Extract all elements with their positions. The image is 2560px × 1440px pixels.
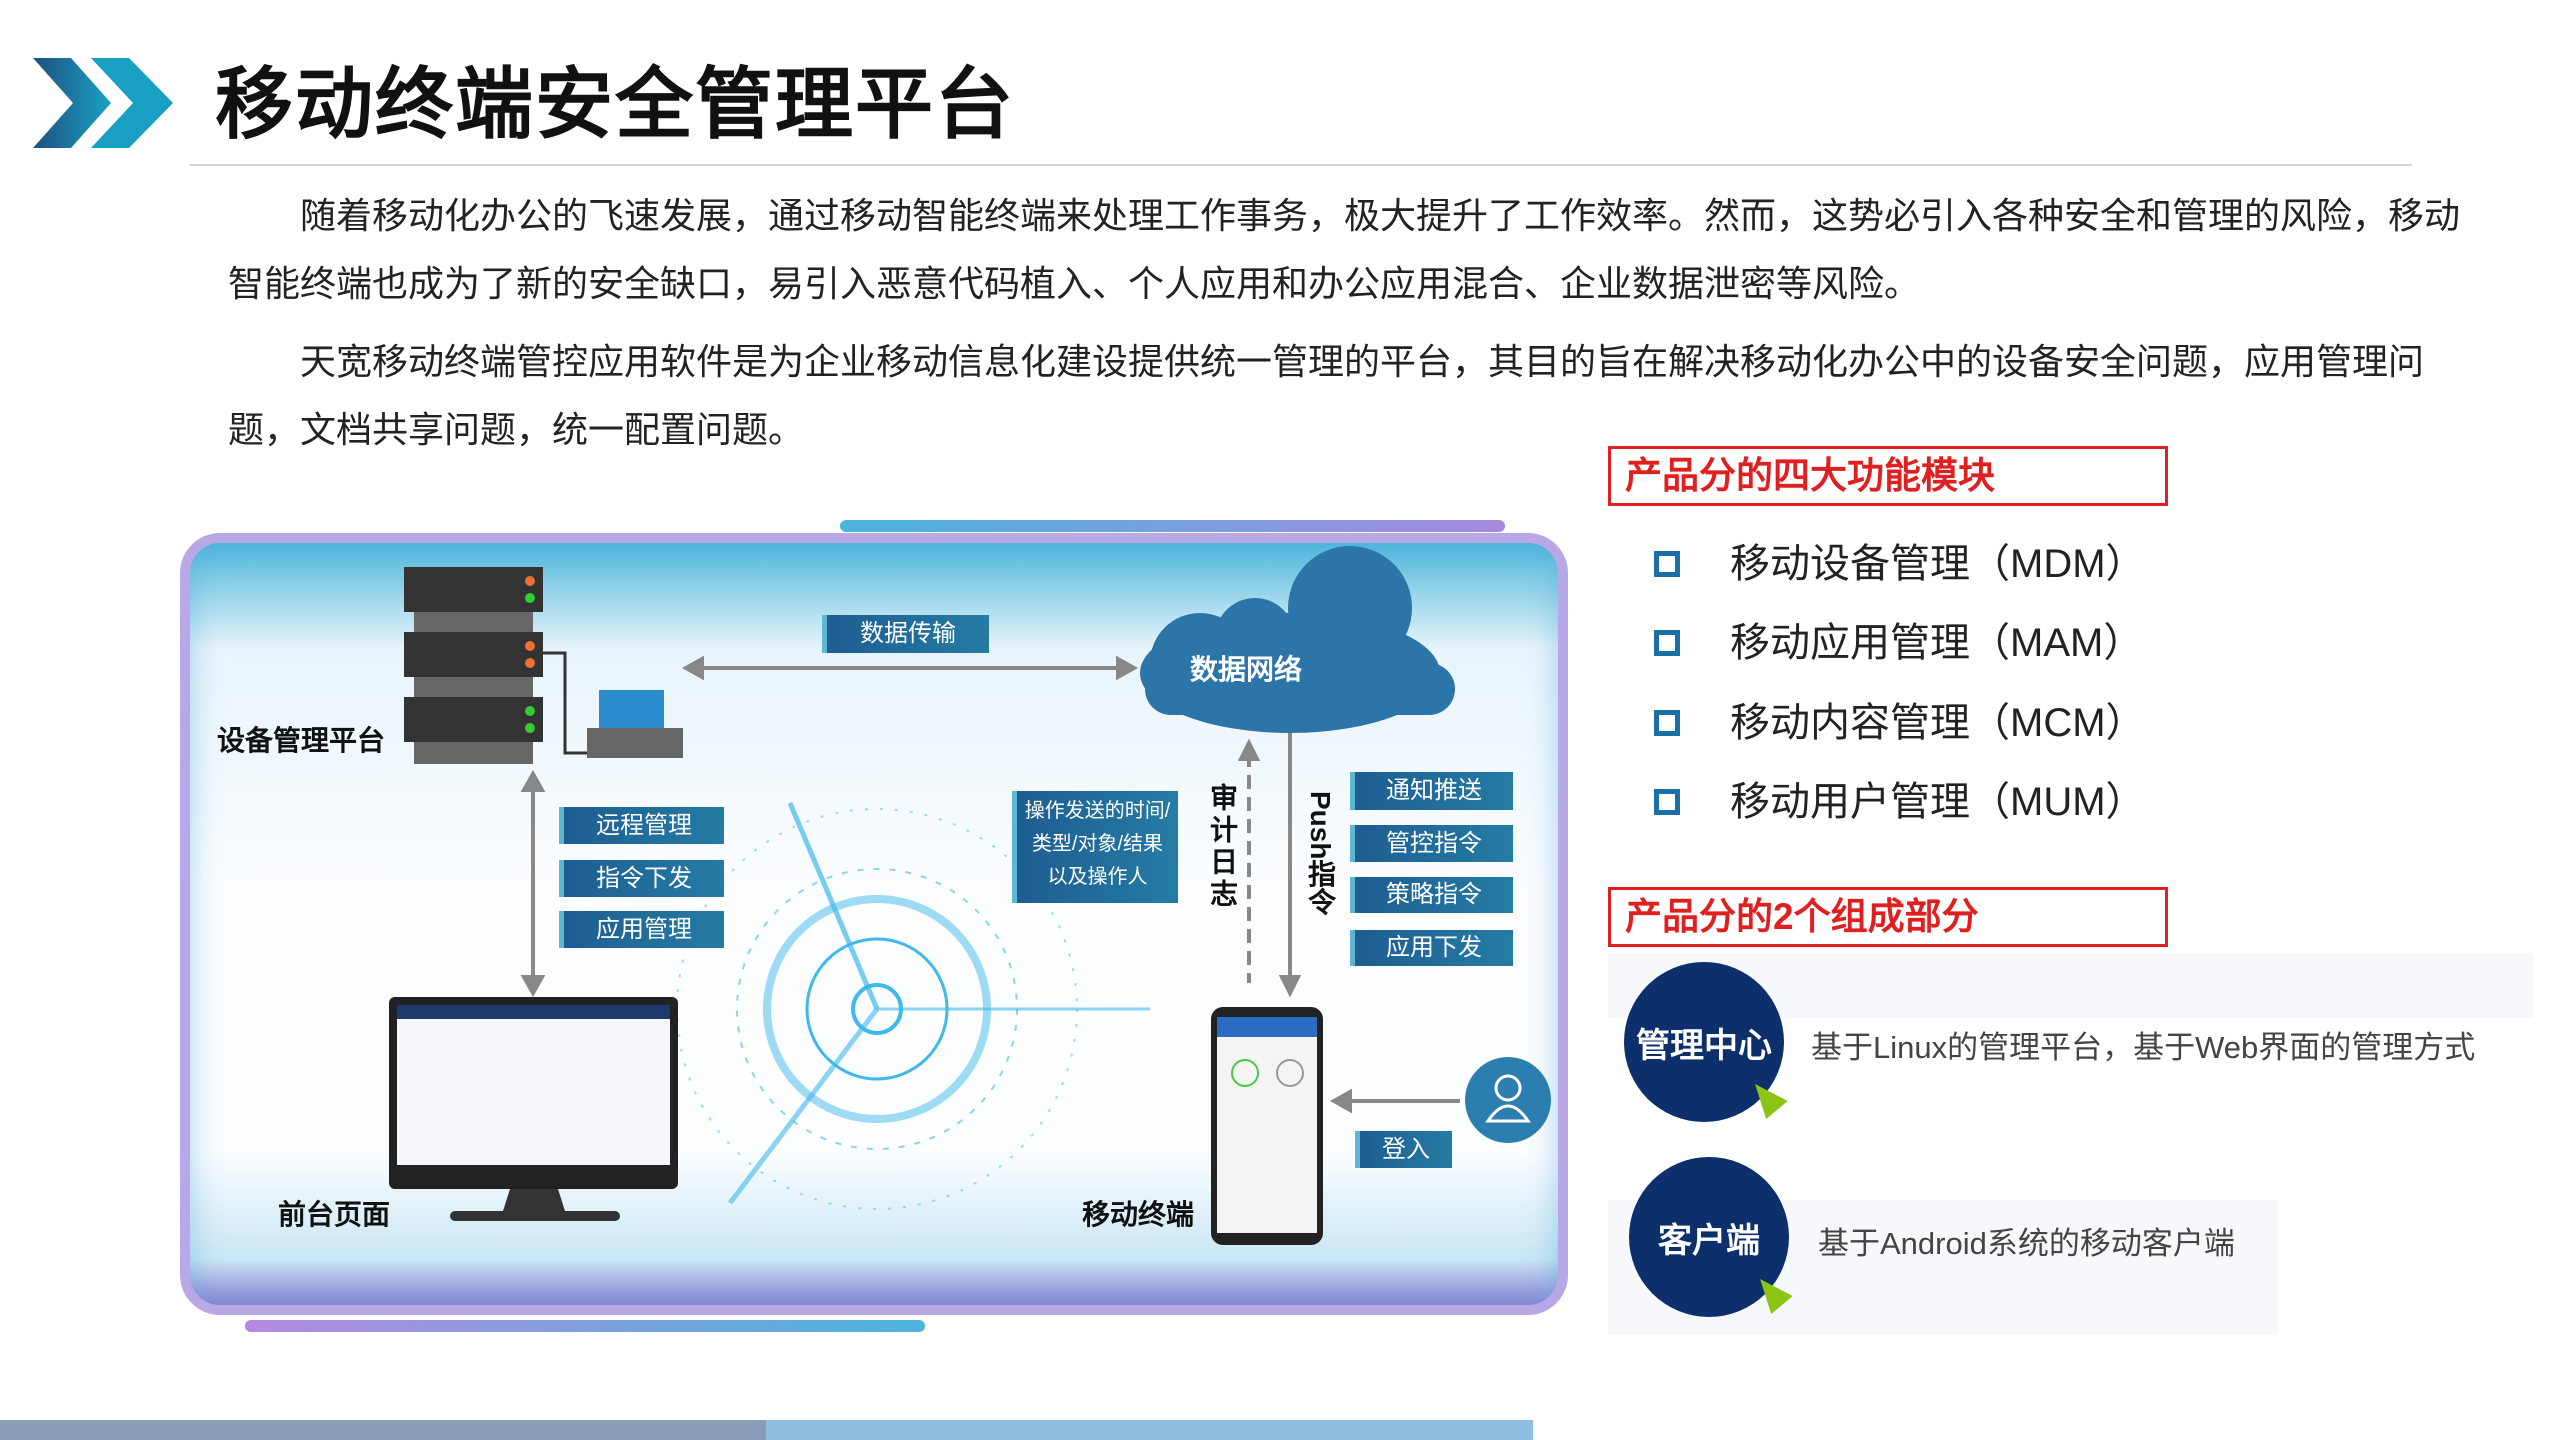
computer-icon (587, 690, 683, 758)
intro-text-1: 随着移动化办公的飞速发展，通过移动智能终端来处理工作事务，极大提升了工作效率。然… (228, 195, 2461, 304)
data-transfer-label: 数据传输 (822, 615, 989, 653)
push-notification: 通知推送 (1350, 772, 1513, 810)
action-command-dispatch: 指令下发 (559, 860, 724, 897)
policy-command: 策略指令 (1350, 877, 1513, 913)
page-title: 移动终端安全管理平台 (215, 60, 1016, 148)
intro-text-2: 天宽移动终端管控应用软件是为企业移动信息化建设提供统一管理的平台，其目的旨在解决… (228, 341, 2425, 450)
square-bullet-icon (1654, 710, 1680, 736)
cursor-arrow-icon (1744, 1074, 1788, 1120)
footer-bar-right (766, 1420, 1533, 1440)
login-label: 登入 (1355, 1131, 1452, 1168)
log-line: 以及操作人 (1047, 866, 1148, 888)
decor-bar (245, 1320, 925, 1332)
module-item: 移动应用管理（MAM） (1650, 613, 2143, 673)
module-item: 移动用户管理（MUM） (1650, 772, 2146, 832)
mobile-label: 移动终端 (1082, 1199, 1195, 1230)
module-label: 移动用户管理（MUM） (1730, 780, 2146, 824)
phone-icon (1211, 1007, 1323, 1245)
user-avatar-icon (1465, 1057, 1551, 1143)
component-desc: 基于Android系统的移动客户端 (1818, 1226, 2235, 1261)
cloud-label: 数据网络 (1190, 654, 1303, 685)
intro-paragraph-2: 天宽移动终端管控应用软件是为企业移动信息化建设提供统一管理的平台，其目的旨在解决… (228, 328, 2478, 464)
monitor-icon (389, 997, 678, 1221)
server-rack-icon (404, 567, 587, 764)
square-bullet-icon (1654, 630, 1680, 656)
module-label: 移动内容管理（MCM） (1730, 701, 2146, 745)
tech-hub-graphic (676, 802, 1150, 1210)
action-remote-management: 远程管理 (559, 807, 724, 844)
audit-log-label: 审计日志 (1207, 783, 1238, 911)
action-app-management: 应用管理 (559, 911, 724, 948)
module-item: 移动设备管理（MDM） (1650, 534, 2146, 594)
log-line: 类型/对象/结果 (1031, 833, 1164, 855)
arrows (520, 655, 1460, 1114)
intro-paragraph-1: 随着移动化办公的飞速发展，通过移动智能终端来处理工作事务，极大提升了工作效率。然… (228, 182, 2478, 318)
diagram-graphics (389, 546, 1551, 1245)
square-bullet-icon (1654, 551, 1680, 577)
modules-heading: 产品分的四大功能模块 (1608, 446, 2168, 506)
platform-label: 设备管理平台 (217, 725, 386, 756)
component-name: 客户端 (1658, 1221, 1760, 1260)
app-distribution: 应用下发 (1350, 930, 1513, 966)
components-heading: 产品分的2个组成部分 (1608, 887, 2168, 947)
footer-bar-left (0, 1420, 766, 1440)
module-label: 移动设备管理（MDM） (1730, 542, 2146, 586)
decor-bar (840, 520, 1505, 532)
frontend-label: 前台页面 (278, 1199, 391, 1230)
architecture-diagram: 设备管理平台 数据传输 数据网络 远程管理 指令下发 应用管理 操作发送的时间/… (180, 533, 1568, 1315)
operation-log-box: 操作发送的时间/ 类型/对象/结果 以及操作人 (1012, 791, 1178, 903)
cloud-icon (1140, 546, 1455, 733)
component-name: 管理中心 (1636, 1026, 1772, 1065)
component-badge-management: 管理中心 (1624, 962, 1788, 1122)
double-chevron-icon (33, 58, 173, 148)
log-line: 操作发送的时间/ (1024, 800, 1171, 822)
component-badge-client: 客户端 (1629, 1157, 1793, 1317)
push-command-label: Push指令 (1305, 791, 1336, 916)
component-desc: 基于Linux的管理平台，基于Web界面的管理方式 (1811, 1030, 2476, 1065)
module-item: 移动内容管理（MCM） (1650, 693, 2146, 753)
module-label: 移动应用管理（MAM） (1730, 621, 2144, 665)
square-bullet-icon (1654, 789, 1680, 815)
divider (190, 164, 2412, 166)
control-command: 管控指令 (1350, 825, 1513, 862)
